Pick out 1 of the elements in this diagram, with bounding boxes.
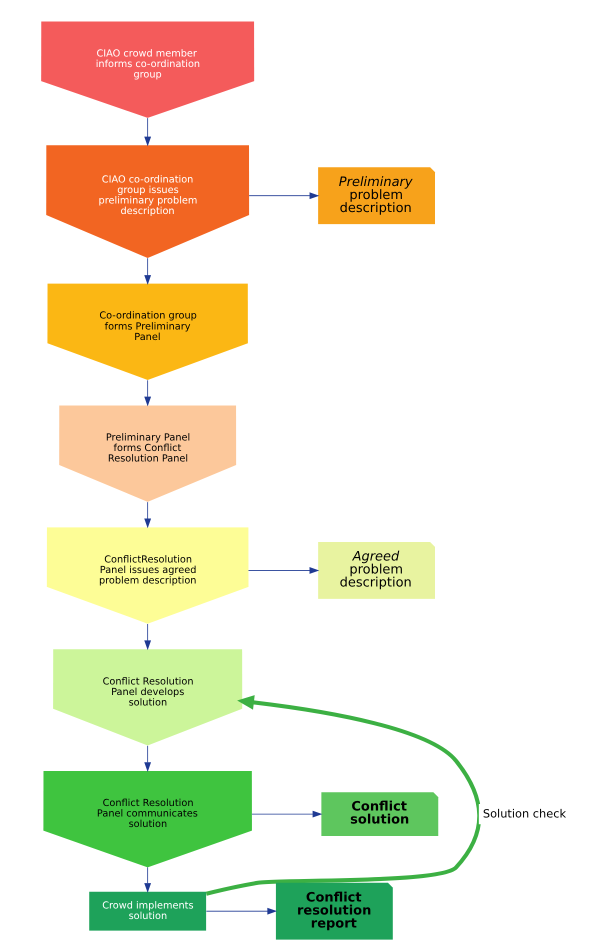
edge-label: Solution check (482, 806, 566, 821)
